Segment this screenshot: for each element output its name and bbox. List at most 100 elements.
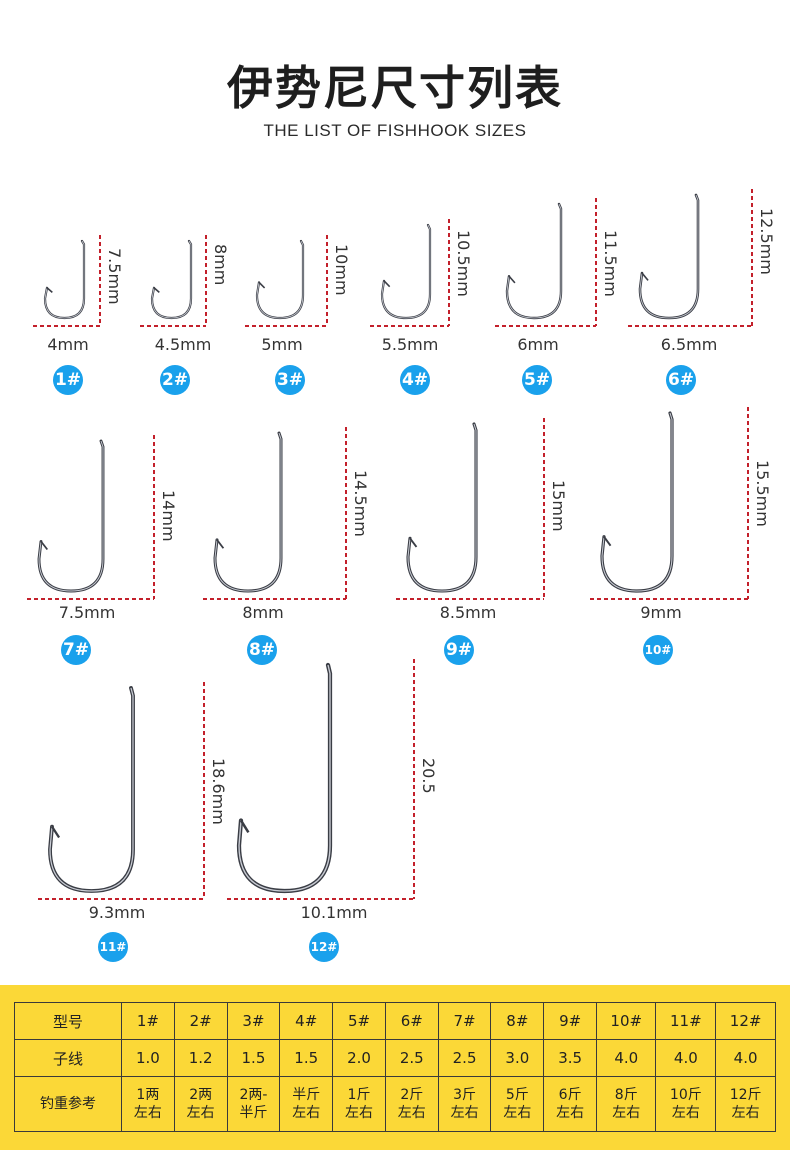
spec-cell: 4.0 bbox=[655, 1039, 717, 1077]
hook-2-width-label: 4.5mm bbox=[154, 335, 212, 354]
spec-cell-line: 5斤 bbox=[505, 1087, 529, 1103]
hook-5-width-label: 6mm bbox=[517, 335, 559, 354]
hook-2-size-badge: 2# bbox=[160, 365, 190, 395]
hook-11-width-label: 9.3mm bbox=[88, 903, 146, 922]
hook-3-barb bbox=[258, 281, 266, 289]
hook-3-size-badge: 3# bbox=[275, 365, 305, 395]
hook-5-size-badge: 5# bbox=[522, 365, 552, 395]
hook-4-width-label: 5.5mm bbox=[381, 335, 439, 354]
spec-cell: 1# bbox=[121, 1002, 175, 1040]
hook-7-barb bbox=[40, 540, 49, 551]
hook-7-width-label: 7.5mm bbox=[58, 603, 116, 622]
spec-cell: 2两- 半斤 bbox=[226, 1076, 281, 1132]
hook-6-size-badge: 6# bbox=[666, 365, 696, 395]
spec-cell-line: 8斤 bbox=[614, 1087, 638, 1103]
hook-3-highlight bbox=[256, 240, 304, 319]
spec-cell: 8斤左右 bbox=[596, 1076, 657, 1132]
spec-cell: 2斤左右 bbox=[384, 1076, 439, 1132]
hook-9-highlight bbox=[407, 423, 477, 592]
spec-cell: 12# bbox=[715, 1002, 776, 1040]
spec-cell: 1两左右 bbox=[121, 1076, 175, 1132]
spec-cell: 1.5 bbox=[226, 1039, 281, 1077]
spec-cell: 10# bbox=[596, 1002, 657, 1040]
spec-cell-line: 左右 bbox=[556, 1105, 585, 1121]
spec-cell: 7# bbox=[437, 1002, 492, 1040]
hook-12-shape bbox=[236, 662, 333, 894]
hook-10-barb bbox=[603, 536, 612, 547]
spec-cell-line: 12斤 bbox=[729, 1087, 762, 1103]
spec-cell: 6# bbox=[384, 1002, 439, 1040]
spec-cell-line: 3斤 bbox=[453, 1087, 477, 1103]
hook-10-size-badge: 10# bbox=[643, 635, 673, 665]
hook-12-width-label: 10.1mm bbox=[300, 903, 368, 922]
page-title: 伊势尼尺寸列表 bbox=[227, 61, 563, 115]
spec-cell-line: 1两 bbox=[136, 1087, 160, 1103]
spec-cell-line: 左右 bbox=[186, 1105, 215, 1121]
hook-1-barb bbox=[46, 287, 53, 293]
hook-12-highlight bbox=[238, 664, 331, 892]
spec-cell: 9# bbox=[543, 1002, 598, 1040]
spec-cell-line: 左右 bbox=[612, 1105, 641, 1121]
spec-cell: 3.5 bbox=[543, 1039, 598, 1077]
spec-cell-line: 左右 bbox=[503, 1105, 532, 1121]
spec-cell-line: 2两 bbox=[189, 1087, 213, 1103]
spec-cell: 12斤左右 bbox=[715, 1076, 776, 1132]
hook-2-highlight bbox=[151, 240, 192, 319]
hook-11-size-badge: 11# bbox=[98, 932, 128, 962]
spec-cell: 4.0 bbox=[715, 1039, 776, 1077]
hook-4-highlight bbox=[381, 224, 431, 319]
hook-1-highlight bbox=[44, 240, 85, 319]
spec-cell-line: 左右 bbox=[345, 1105, 374, 1121]
spec-cell: 2.0 bbox=[332, 1039, 386, 1077]
hook-12-size-badge: 12# bbox=[309, 932, 339, 962]
hook-11-barb bbox=[51, 826, 61, 839]
spec-cell: 2两左右 bbox=[173, 1076, 228, 1132]
spec-cell-line: 2两- bbox=[239, 1087, 268, 1103]
spec-cell: 2# bbox=[173, 1002, 228, 1040]
hook-8-width-label: 8mm bbox=[242, 603, 284, 622]
spec-row-header: 钓重参考 bbox=[14, 1076, 122, 1132]
spec-cell-line: 1斤 bbox=[347, 1087, 371, 1103]
hook-4-size-badge: 4# bbox=[400, 365, 430, 395]
spec-cell-line: 6斤 bbox=[558, 1087, 582, 1103]
spec-cell: 6斤左右 bbox=[543, 1076, 598, 1132]
spec-cell: 5# bbox=[332, 1002, 386, 1040]
spec-cell: 1.0 bbox=[121, 1039, 175, 1077]
hook-2-barb bbox=[153, 287, 160, 293]
spec-row-header: 子线 bbox=[14, 1039, 122, 1077]
spec-cell: 3.0 bbox=[490, 1039, 545, 1077]
spec-cell-line: 半斤 bbox=[239, 1105, 268, 1121]
hook-8-barb bbox=[216, 539, 225, 549]
hook-5-barb bbox=[508, 275, 516, 284]
spec-cell: 2.5 bbox=[384, 1039, 439, 1077]
hook-12-barb bbox=[239, 819, 250, 834]
spec-cell: 3斤左右 bbox=[437, 1076, 492, 1132]
spec-cell-line: 左右 bbox=[397, 1105, 426, 1121]
spec-cell: 4# bbox=[279, 1002, 334, 1040]
hook-12-length-label: 20.5 bbox=[419, 758, 438, 794]
hook-4-barb bbox=[383, 280, 391, 288]
spec-cell: 1.5 bbox=[279, 1039, 334, 1077]
hook-3-width-label: 5mm bbox=[261, 335, 303, 354]
spec-cell: 2.5 bbox=[437, 1039, 492, 1077]
hook-9-barb bbox=[409, 537, 418, 548]
spec-cell: 11# bbox=[655, 1002, 717, 1040]
spec-cell-line: 2斤 bbox=[400, 1087, 424, 1103]
spec-cell: 半斤左右 bbox=[279, 1076, 334, 1132]
spec-cell: 4.0 bbox=[596, 1039, 657, 1077]
page-subtitle: THE LIST OF FISHHOOK SIZES bbox=[263, 121, 527, 140]
spec-cell-line: 10斤 bbox=[669, 1087, 702, 1103]
